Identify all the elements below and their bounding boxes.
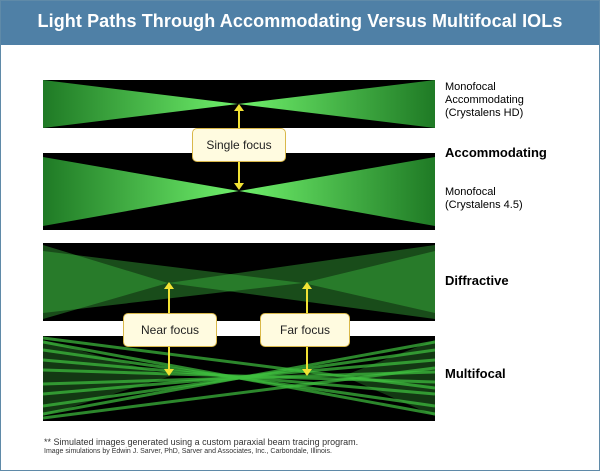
beam-near-right: [168, 245, 435, 319]
callout-single-focus: Single focus: [192, 128, 286, 162]
arrow-up-icon: [302, 282, 312, 314]
footnote-line-1: ** Simulated images generated using a cu…: [44, 437, 359, 447]
header-bar: Light Paths Through Accommodating Versus…: [1, 1, 599, 45]
ray: [43, 370, 435, 386]
label-multifocal: Multifocal: [445, 366, 506, 381]
beam-cone-right: [239, 157, 435, 226]
arrow-down-icon: [234, 162, 244, 190]
beam-panel-multifocal: [43, 336, 435, 421]
ray: [43, 368, 435, 384]
figure-title: Light Paths Through Accommodating Versus…: [37, 11, 563, 31]
beam-cone-right: [238, 80, 435, 128]
beam-panel-crystalens-45: [43, 153, 435, 230]
beam-panel-diffractive: [43, 243, 435, 321]
beam-panel-crystalens-hd: [43, 80, 435, 128]
arrow-down-icon: [302, 346, 312, 376]
callout-far-focus: Far focus: [260, 313, 350, 347]
beam-cone-left: [43, 157, 239, 226]
ray: [43, 366, 435, 420]
label-monofocal-crystalens-45: Monofocal (Crystalens 4.5): [445, 186, 523, 211]
callout-near-focus: Near focus: [123, 313, 217, 347]
arrow-down-icon: [164, 346, 174, 376]
footnote: ** Simulated images generated using a cu…: [44, 438, 358, 456]
arrow-up-icon: [164, 282, 174, 314]
beam-near-left: [43, 245, 168, 319]
label-diffractive: Diffractive: [445, 273, 509, 288]
label-monofocal-crystalens-hd: Monofocal Accommodating (Crystalens HD): [445, 81, 524, 119]
beam-far-right: [303, 251, 435, 313]
beam-cone-left: [43, 80, 238, 128]
label-accommodating: Accommodating: [445, 145, 547, 160]
footnote-line-2: Image simulations by Edwin J. Sarver, Ph…: [44, 448, 332, 455]
beam-far-right: [343, 340, 435, 416]
beam-near-left: [43, 340, 171, 416]
beam-far-left: [43, 251, 303, 313]
